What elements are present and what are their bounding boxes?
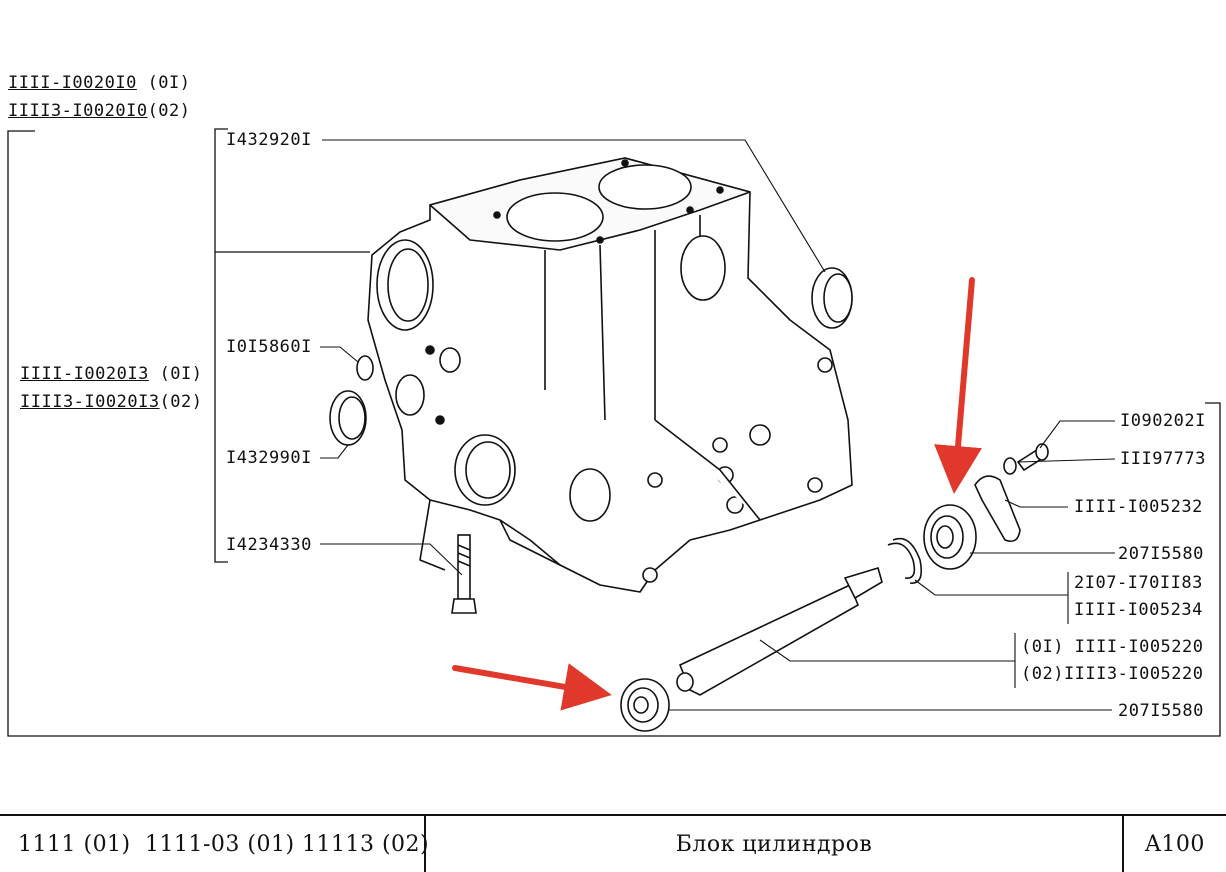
variant-code: IIII-I0020I3 [20,364,149,384]
variant-top-2: IIII3-I0020I0(02) [8,101,191,121]
part-label: I0I5860I [226,337,312,357]
snap-ring [887,537,923,584]
part-label: 207I5580 [1118,701,1204,721]
model-2: 1111-03 (01) [145,816,295,872]
model-1: 1111 (01) [18,816,131,872]
part-label: III97773 [1120,449,1206,469]
plug-small [356,355,374,381]
variant-code: IIII-I0020I0 [8,73,137,93]
part-label: IIII-I005232 [1074,497,1203,517]
variant-mid-1: IIII-I0020I3 (0I) [20,364,203,384]
cylinder-block [367,157,853,593]
part-label: I4234330 [226,535,312,555]
footer-code: A100 [1124,816,1226,872]
variant-suffix: (02) [147,101,191,121]
variant-code: IIII3-I0020I0 [8,101,148,121]
model-label: 11113 (02) [302,831,430,857]
part-label: IIII-I005234 [1074,600,1203,620]
auxiliary-shaft [676,566,883,696]
part-label: 2I07-I70II83 [1074,573,1203,593]
plug-large [811,267,853,329]
diagram-canvas [7,128,1221,737]
model-3: 11113 (02) [302,816,429,872]
screw [1003,443,1049,475]
bearing-lower [620,678,670,732]
bearing-upper [923,504,977,570]
footer-divider [424,816,426,872]
outer-frame [7,130,1221,737]
variant-suffix: (0I) [136,73,191,93]
part-label: (02)IIII3-I005220 [1021,664,1204,684]
model-label: 1111 (01) [18,831,131,857]
part-label: (0I) IIII-I005220 [1021,637,1204,657]
variant-top-1: IIII-I0020I0 (0I) [8,73,191,93]
retainer-plate [974,475,1021,543]
part-label: 207I5580 [1118,544,1204,564]
block-bracket [214,128,370,563]
annotation-arrows [452,277,982,711]
footer-bar: 1111 (01) 1111-03 (01) 11113 (02) Блок ц… [0,814,1226,872]
part-label: I432990I [226,448,312,468]
part-label: I432920I [226,130,312,150]
variant-suffix: (0I) [148,364,203,384]
footer-divider [1122,816,1124,872]
model-label: 1111-03 (01) [145,831,295,857]
variant-mid-2: IIII3-I0020I3(02) [20,392,203,412]
page-code: A100 [1145,831,1205,857]
leaders-right [668,420,1116,711]
variant-code: IIII3-I0020I3 [20,392,160,412]
arrow-lower-bearing [452,663,612,711]
footer-title: Блок цилиндров [426,816,1122,872]
variant-suffix: (02) [159,392,203,412]
part-label: I090202I [1120,411,1206,431]
page-title: Блок цилиндров [675,831,873,857]
plug-medium [329,390,367,446]
leaders-left [320,139,826,576]
arrow-upper-bearing [934,277,982,494]
bolt [451,534,477,614]
